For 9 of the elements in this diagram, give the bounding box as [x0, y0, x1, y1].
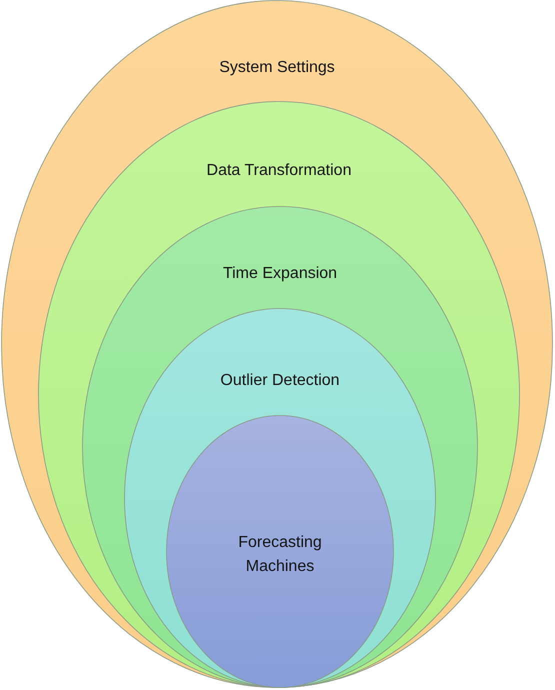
layer-label: Time Expansion — [222, 264, 338, 284]
ellipse-layer — [166, 415, 394, 688]
layer-label: Outlier Detection — [220, 371, 340, 391]
layer-label: Data Transformation — [206, 161, 352, 181]
ellipse-layer — [124, 308, 436, 688]
layer-label: Forecasting Machines — [237, 533, 323, 577]
ellipse-layer — [38, 101, 520, 688]
layer-label: System Settings — [219, 58, 335, 78]
ellipse-layer — [82, 206, 478, 688]
